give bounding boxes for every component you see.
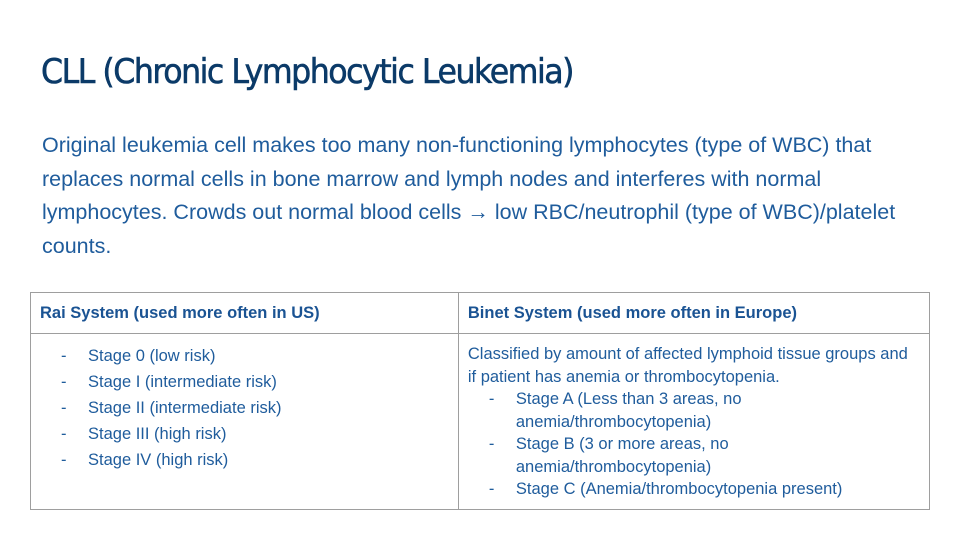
rai-stage-4: Stage IV (high risk) [88, 451, 229, 469]
list-item: - Stage IV (high risk) [40, 447, 449, 473]
slide-description: Original leukemia cell makes too many no… [42, 133, 896, 258]
rai-stage-2: Stage II (intermediate risk) [88, 399, 282, 417]
list-item: - Stage II (intermediate risk) [40, 395, 449, 421]
slide-title: CLL (Chronic Lymphocytic Leukemia) [41, 52, 575, 93]
dash-bullet-icon: - [61, 373, 67, 391]
rai-stage-0: Stage 0 (low risk) [88, 347, 216, 365]
rai-stage-3: Stage III (high risk) [88, 425, 227, 443]
list-item: - Stage C (Anemia/thrombocytopenia presen… [468, 478, 920, 501]
dash-bullet-icon: - [61, 425, 67, 443]
rai-stage-list: - Stage 0 (low risk) - Stage I (intermedia… [40, 343, 449, 473]
binet-stage-b: Stage B (3 or more areas, no anemia/thro… [515, 435, 729, 476]
header-rai-system: Rai System (used more often in US) [30, 292, 459, 334]
binet-cell: Classified by amount of affected lymphoi… [457, 333, 931, 510]
list-item: - Stage B (3 or more areas, no anemia/thr… [468, 433, 920, 478]
dash-bullet-icon: - [61, 347, 67, 365]
staging-table: Rai System (used more often in US) Binet… [30, 292, 931, 510]
rai-cell: - Stage 0 (low risk) - Stage I (intermedia… [30, 333, 459, 510]
header-binet-system: Binet System (used more often in Europe) [457, 292, 931, 334]
table-header-row: Rai System (used more often in US) Binet… [30, 292, 931, 334]
dash-bullet-icon: - [61, 451, 67, 469]
dash-bullet-icon: - [488, 480, 495, 498]
list-item: - Stage 0 (low risk) [40, 343, 449, 369]
dash-bullet-icon: - [488, 390, 495, 408]
binet-stage-a: Stage A (Less than 3 areas, no anemia/th… [515, 390, 742, 431]
dash-bullet-icon: - [488, 435, 495, 453]
table-row: - Stage 0 (low risk) - Stage I (intermedia… [30, 333, 931, 510]
list-item: - Stage III (high risk) [40, 421, 449, 447]
binet-stage-list: - Stage A (Less than 3 areas, no anemia/t… [468, 388, 920, 501]
binet-stage-c: Stage C (Anemia/thrombocytopenia present… [515, 480, 843, 498]
dash-bullet-icon: - [61, 399, 67, 417]
rai-stage-1: Stage I (intermediate risk) [88, 373, 277, 391]
binet-intro: Classified by amount of affected lymphoi… [467, 345, 908, 386]
list-item: - Stage I (intermediate risk) [40, 369, 449, 395]
list-item: - Stage A (Less than 3 areas, no anemia/t… [468, 388, 920, 433]
